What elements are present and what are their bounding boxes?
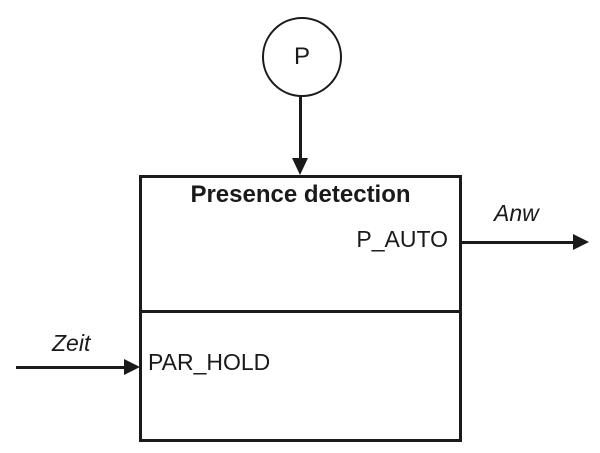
arrowhead-right-input-icon xyxy=(124,359,140,375)
arrowhead-down-icon xyxy=(292,158,308,175)
output-edge-line xyxy=(460,241,574,244)
source-node-circle: P xyxy=(262,17,342,97)
input-edge-label: Zeit xyxy=(52,330,91,356)
input-edge-line xyxy=(16,366,126,369)
input-port-label: PAR_HOLD xyxy=(148,349,271,375)
presence-detection-block: Presence detection xyxy=(139,175,462,442)
arrowhead-right-output-icon xyxy=(573,234,589,250)
output-edge-label: Anw xyxy=(494,200,539,226)
block-title: Presence detection xyxy=(190,181,411,208)
block-divider xyxy=(142,310,459,313)
output-port-label: P_AUTO xyxy=(356,226,448,252)
connector-source-to-block-line xyxy=(299,96,302,160)
source-node-label: P xyxy=(293,43,310,70)
